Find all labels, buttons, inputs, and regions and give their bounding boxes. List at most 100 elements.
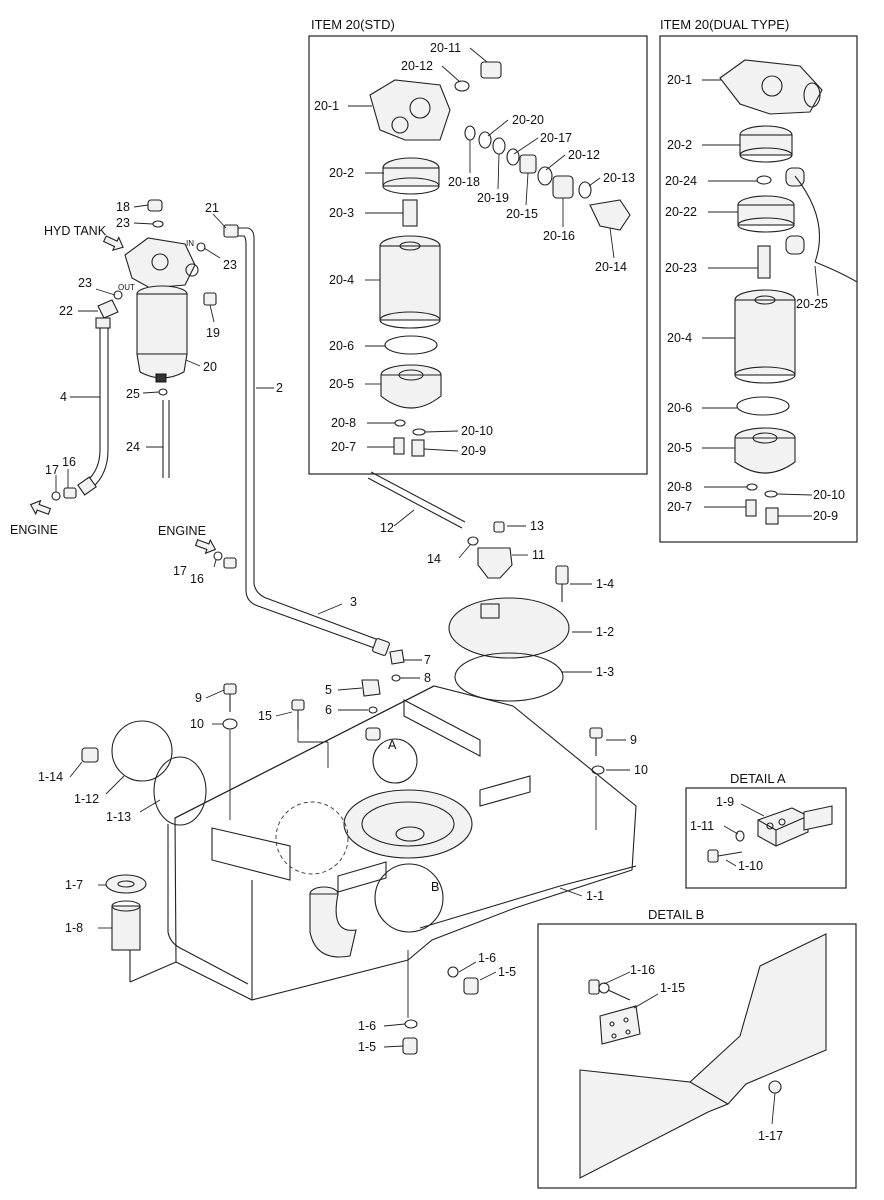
dual-label-20-5: 20-5	[667, 441, 692, 455]
label-12: 12	[380, 521, 394, 535]
label-20: 20	[203, 360, 217, 374]
dual-label-20-8: 20-8	[667, 480, 692, 494]
dual-labels: 20-1 20-2 20-24 20-22 20-23 20-25 20-4 2…	[665, 73, 845, 523]
label-20-11: 20-11	[430, 41, 461, 55]
filter-labels: 18 23 21 23 23 22 19 20 25 4 24 17 16 2	[45, 200, 283, 477]
label-17-b: 17	[173, 564, 187, 578]
label-1-3: 1-3	[596, 665, 614, 679]
label-20-6: 20-6	[329, 339, 354, 353]
label-20-8: 20-8	[331, 416, 356, 430]
dual-frame	[659, 35, 858, 543]
label-20-4: 20-4	[329, 273, 354, 287]
dual-leaders	[702, 79, 819, 517]
label-24: 24	[126, 440, 140, 454]
label-25: 25	[126, 387, 140, 401]
in-label: IN	[186, 239, 194, 248]
label-13: 13	[530, 519, 544, 533]
arrow-icon	[194, 538, 217, 555]
detail-a-frame	[685, 787, 847, 889]
label-1-4: 1-4	[596, 577, 614, 591]
label-1-15: 1-15	[660, 981, 685, 995]
label-20-9: 20-9	[461, 444, 486, 458]
label-23-b: 23	[223, 258, 237, 272]
label-1-6-b: 1-6	[358, 1019, 376, 1033]
label-2: 2	[276, 381, 283, 395]
dual-label-20-1: 20-1	[667, 73, 692, 87]
label-9-b: 9	[630, 733, 637, 747]
detail-a-header: DETAIL A	[730, 771, 786, 786]
label-1-6-a: 1-6	[478, 951, 496, 965]
dual-label-20-25: 20-25	[796, 297, 828, 311]
label-1-2: 1-2	[596, 625, 614, 639]
std-filter-drawing	[369, 61, 631, 457]
label-20-3: 20-3	[329, 206, 354, 220]
label-1-14: 1-14	[38, 770, 63, 784]
dual-filter-drawing	[719, 59, 858, 525]
label-1-8: 1-8	[65, 921, 83, 935]
label-23-c: 23	[78, 276, 92, 290]
label-20-19: 20-19	[477, 191, 509, 205]
label-11: 11	[532, 548, 545, 562]
label-1-9: 1-9	[716, 795, 734, 809]
label-22: 22	[59, 304, 73, 318]
label-21: 21	[205, 201, 219, 215]
filter-leaders	[55, 204, 274, 492]
dual-label-20-24: 20-24	[665, 174, 697, 188]
label-20-18: 20-18	[448, 175, 480, 189]
label-1-16: 1-16	[630, 963, 655, 977]
std-frame	[308, 35, 648, 475]
detail-a-drawing: 1-9 1-11 1-10	[690, 795, 833, 873]
label-20-20: 20-20	[512, 113, 544, 127]
dual-header: ITEM 20(DUAL TYPE)	[660, 17, 789, 32]
tank-labels: 12 13 14 11 17 16 1-4 1-2 3 7 8 1-3 5 9 …	[38, 519, 648, 1054]
arrow-icon	[29, 499, 52, 516]
annotations: HYD TANK ENGINE ENGINE IN OUT A B	[10, 224, 439, 894]
dual-label-20-7: 20-7	[667, 500, 692, 514]
std-header: ITEM 20(STD)	[311, 17, 395, 32]
dual-label-20-2: 20-2	[667, 138, 692, 152]
tank-leaders	[69, 509, 630, 1048]
std-leaders	[348, 47, 615, 452]
engine-label-1: ENGINE	[10, 523, 58, 537]
detail-b-header: DETAIL B	[648, 907, 704, 922]
detail-b-marker: B	[431, 880, 439, 894]
label-16-b: 16	[190, 572, 204, 586]
label-20-15: 20-15	[506, 207, 538, 221]
label-4: 4	[60, 390, 67, 404]
label-20-12: 20-12	[401, 59, 433, 73]
label-1-11: 1-11	[690, 819, 714, 833]
label-5: 5	[325, 683, 332, 697]
label-20-10: 20-10	[461, 424, 493, 438]
label-20-2: 20-2	[329, 166, 354, 180]
detail-a-marker: A	[388, 738, 397, 752]
label-20-14: 20-14	[595, 260, 627, 274]
detail-b-frame	[537, 923, 857, 1189]
label-19: 19	[206, 326, 220, 340]
label-1-13: 1-13	[106, 810, 131, 824]
label-3: 3	[350, 595, 357, 609]
label-7: 7	[424, 653, 431, 667]
dual-label-20-22: 20-22	[665, 205, 697, 219]
hyd-tank-label: HYD TANK	[44, 224, 107, 238]
label-1-12: 1-12	[74, 792, 99, 806]
dual-label-20-9: 20-9	[813, 509, 838, 523]
label-1-5-b: 1-5	[358, 1040, 376, 1054]
label-8: 8	[424, 671, 431, 685]
out-label: OUT	[118, 283, 135, 292]
label-1-17: 1-17	[758, 1129, 783, 1143]
std-labels: 20-11 20-12 20-1 20-20 20-17 20-12 20-2 …	[314, 41, 635, 458]
label-16-a: 16	[62, 455, 76, 469]
dual-label-20-4: 20-4	[667, 331, 692, 345]
label-1-5-a: 1-5	[498, 965, 516, 979]
label-15: 15	[258, 709, 272, 723]
label-20-16: 20-16	[543, 229, 575, 243]
label-20-13: 20-13	[603, 171, 635, 185]
label-1-1: 1-1	[586, 889, 604, 903]
label-23-a: 23	[116, 216, 130, 230]
label-1-10: 1-10	[738, 859, 763, 873]
dual-label-20-23: 20-23	[665, 261, 697, 275]
label-20-7: 20-7	[331, 440, 356, 454]
label-1-7: 1-7	[65, 878, 83, 892]
label-17-a: 17	[45, 463, 59, 477]
